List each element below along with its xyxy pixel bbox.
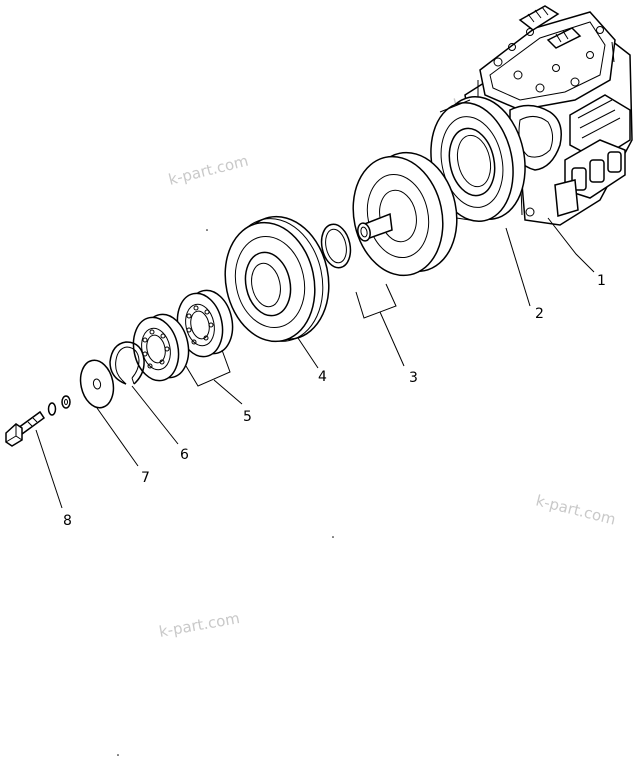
washer-plate <box>79 359 115 409</box>
callout-8: 8 <box>63 513 72 529</box>
callout-4: 4 <box>318 369 327 385</box>
bearing-inner <box>132 313 190 382</box>
watermark-3: k-part.com <box>534 491 618 528</box>
watermark-1: k-part.com <box>167 152 251 189</box>
callout-6: 6 <box>180 447 189 463</box>
snap-ring-large <box>320 223 352 269</box>
driven-pulley <box>352 151 458 277</box>
watermark-4: k-part.com <box>158 609 242 641</box>
speck-3 <box>117 754 119 756</box>
callout-2: 2 <box>535 306 544 322</box>
bolt <box>5 395 71 447</box>
callout-7: 7 <box>141 470 150 486</box>
bearing-outer <box>176 289 234 358</box>
callout-5: 5 <box>243 409 252 425</box>
leader-lines <box>35 217 595 509</box>
snap-ring-small <box>109 341 145 385</box>
speck-2 <box>332 536 334 538</box>
callout-1: 1 <box>597 273 606 289</box>
callout-3: 3 <box>409 370 418 386</box>
pulley <box>224 215 330 343</box>
speck-1 <box>206 229 208 231</box>
